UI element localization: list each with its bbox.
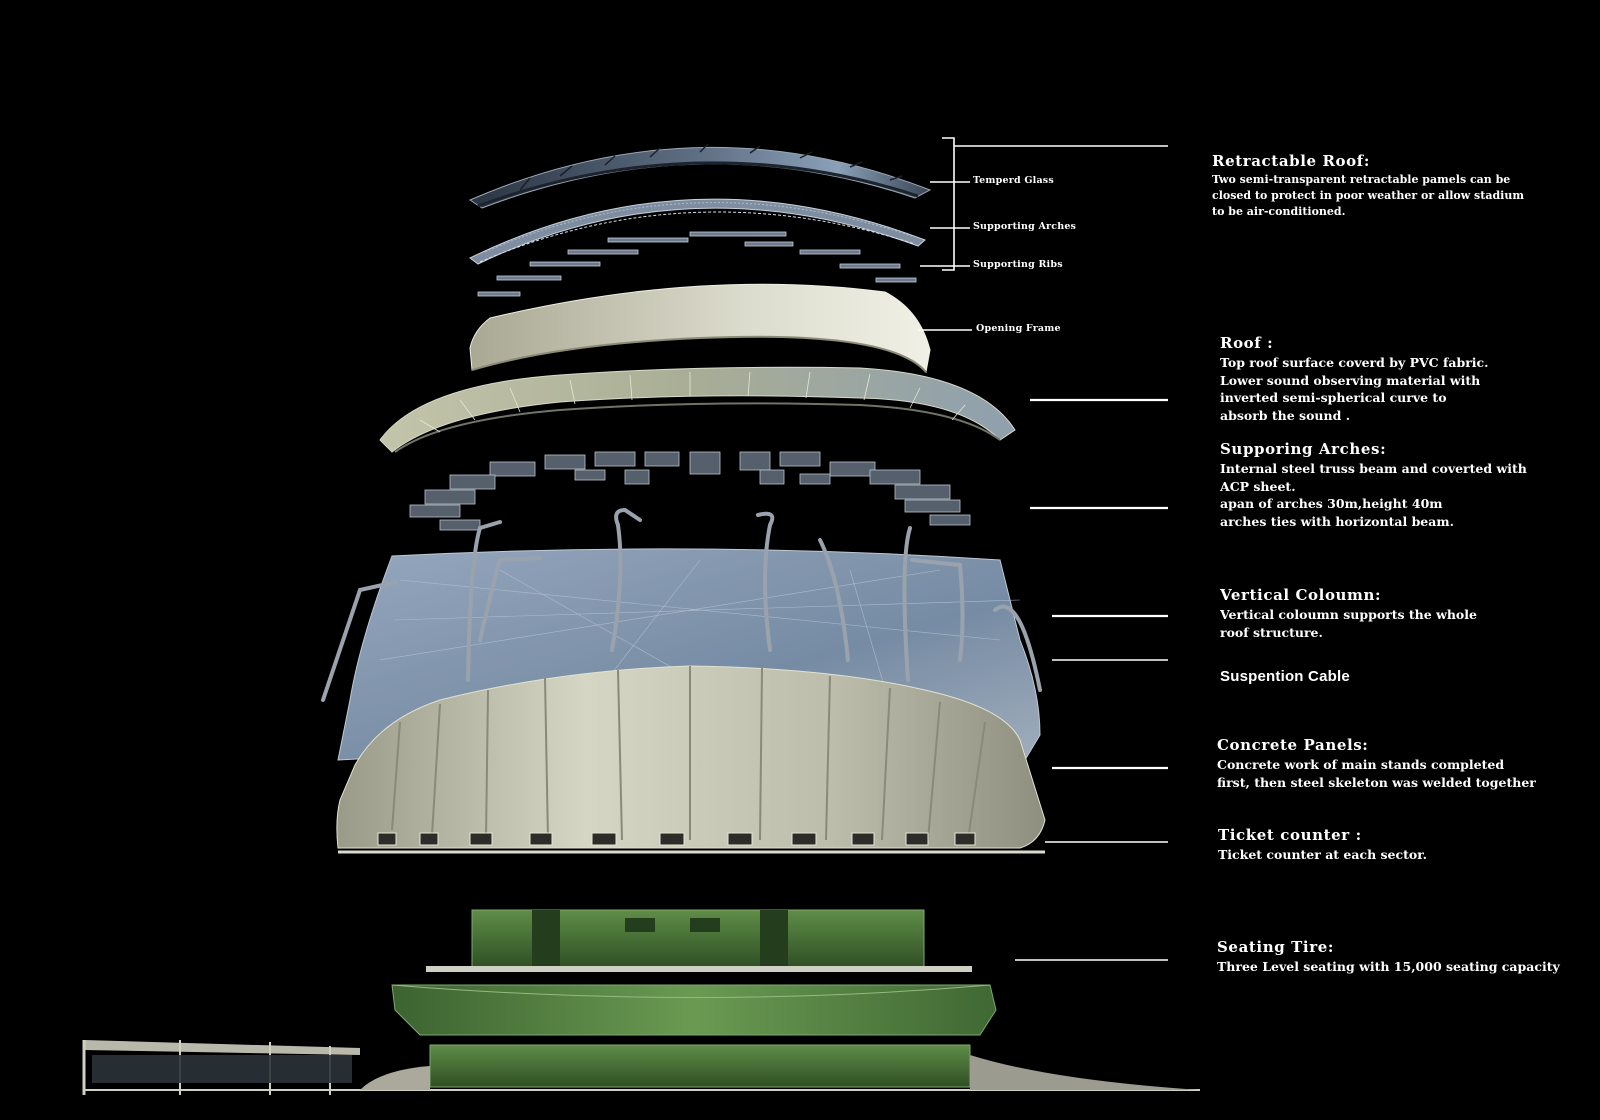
supporting-ribs-layer (477, 231, 917, 297)
note-body: Concrete work of main stands completed f… (1217, 757, 1536, 790)
concrete-panels-layer (336, 665, 1046, 854)
note-body: Vertical coloumn supports the whole roof… (1220, 607, 1477, 640)
label-tempered-glass: Temperd Glass (973, 175, 1054, 186)
note-body: Three Level seating with 15,000 seating … (1217, 959, 1560, 974)
note-title: Concrete Panels: (1217, 736, 1369, 754)
note-title: Vertical Coloumn: (1220, 586, 1382, 604)
note-concrete-panels: Concrete Panels: Concrete work of main s… (1217, 736, 1587, 791)
note-roof: Roof : Top roof surface coverd by PVC fa… (1220, 334, 1580, 424)
note-body: Top roof surface coverd by PVC fabric. L… (1220, 355, 1489, 423)
callout-leaders (918, 137, 1168, 961)
note-title: Roof : (1220, 334, 1274, 352)
supporting-arches-layer (469, 198, 926, 265)
opening-frame-layer (469, 283, 931, 374)
note-seating-tier: Seating Tire: Three Level seating with 1… (1217, 938, 1587, 976)
arch-truss-blocks (409, 451, 971, 531)
note-vertical-column: Vertical Coloumn: Vertical coloumn suppo… (1220, 586, 1580, 641)
note-title: Seating Tire: (1217, 938, 1334, 956)
note-title: Suspention Cable (1220, 668, 1350, 685)
ground-section (82, 1040, 1200, 1095)
label-supporting-ribs: Supporting Ribs (973, 259, 1063, 270)
label-supporting-arches: Supporting Arches (973, 221, 1077, 232)
note-title: Retractable Roof: (1212, 152, 1370, 170)
main-roof-layer (379, 366, 1016, 453)
note-body: Internal steel truss beam and coverted w… (1220, 461, 1527, 529)
label-opening-frame: Opening Frame (976, 323, 1061, 334)
note-body: Two semi-transparent retractable pamels … (1212, 173, 1524, 218)
note-body: Ticket counter at each sector. (1218, 847, 1428, 862)
note-title: Ticket counter : (1218, 826, 1362, 844)
note-suspension-cable: Suspention Cable (1220, 668, 1580, 687)
vertical-columns (321, 507, 1042, 702)
seating-tier-layer (391, 909, 997, 1088)
tempered-glass-layer (468, 143, 932, 209)
note-title: Supporing Arches: (1220, 440, 1387, 458)
note-supporting-arches: Supporing Arches: Internal steel truss b… (1220, 440, 1580, 530)
note-ticket-counter: Ticket counter : Ticket counter at each … (1218, 826, 1578, 864)
note-retractable-roof: Retractable Roof: Two semi-transparent r… (1212, 152, 1552, 220)
